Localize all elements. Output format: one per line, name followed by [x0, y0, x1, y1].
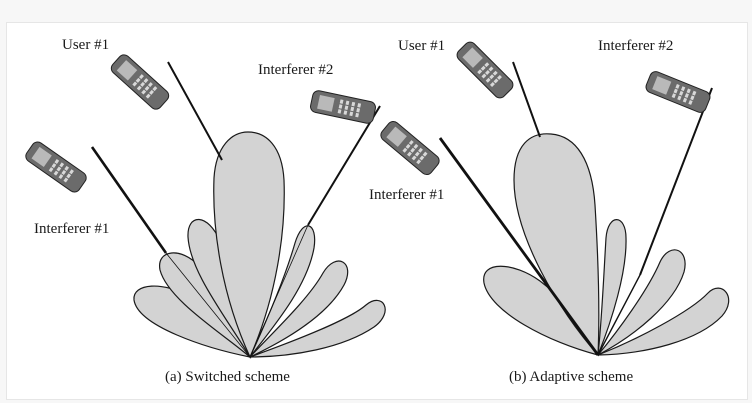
- interferer1-label: Interferer #1: [369, 187, 445, 203]
- interferer2-label: Interferer #2: [258, 62, 334, 78]
- side-lobe: [597, 219, 627, 356]
- main-lobe: [513, 133, 600, 357]
- side-lobe: [249, 299, 386, 358]
- switched-beam-pattern: [133, 131, 386, 359]
- panel-b-caption: (b) Adaptive scheme: [509, 369, 634, 385]
- switched-signal-lines: [90, 61, 381, 358]
- adaptive-beam-pattern: [483, 133, 730, 357]
- user1-signal-line: [167, 61, 223, 161]
- beam-ray: [597, 274, 641, 356]
- phone-icon: [110, 54, 170, 110]
- interferer2-signal-line: [307, 105, 381, 226]
- side-lobe: [597, 287, 730, 356]
- beam-ray: [165, 252, 251, 358]
- user1-label: User #1: [398, 38, 446, 54]
- phone-icon: [25, 141, 87, 193]
- side-lobe: [249, 260, 349, 358]
- side-lobe: [597, 249, 686, 356]
- phone-icon: [310, 90, 376, 124]
- phone-icon: [456, 41, 514, 99]
- beam-ray: [249, 224, 309, 358]
- interferer1-signal-line: [90, 146, 168, 254]
- interferer2-label: Interferer #2: [598, 38, 674, 54]
- phone-icon: [380, 120, 440, 176]
- user1-label: User #1: [62, 37, 110, 53]
- phone-icon: [645, 71, 711, 113]
- interferer2-signal-line: [639, 87, 713, 276]
- interferer1-signal-line: [438, 137, 600, 356]
- user1-signal-line: [512, 61, 541, 138]
- panel-a-caption: (a) Switched scheme: [165, 369, 290, 385]
- interferer1-label: Interferer #1: [34, 221, 110, 237]
- adaptive-signal-lines: [438, 61, 713, 356]
- main-lobe: [213, 131, 285, 359]
